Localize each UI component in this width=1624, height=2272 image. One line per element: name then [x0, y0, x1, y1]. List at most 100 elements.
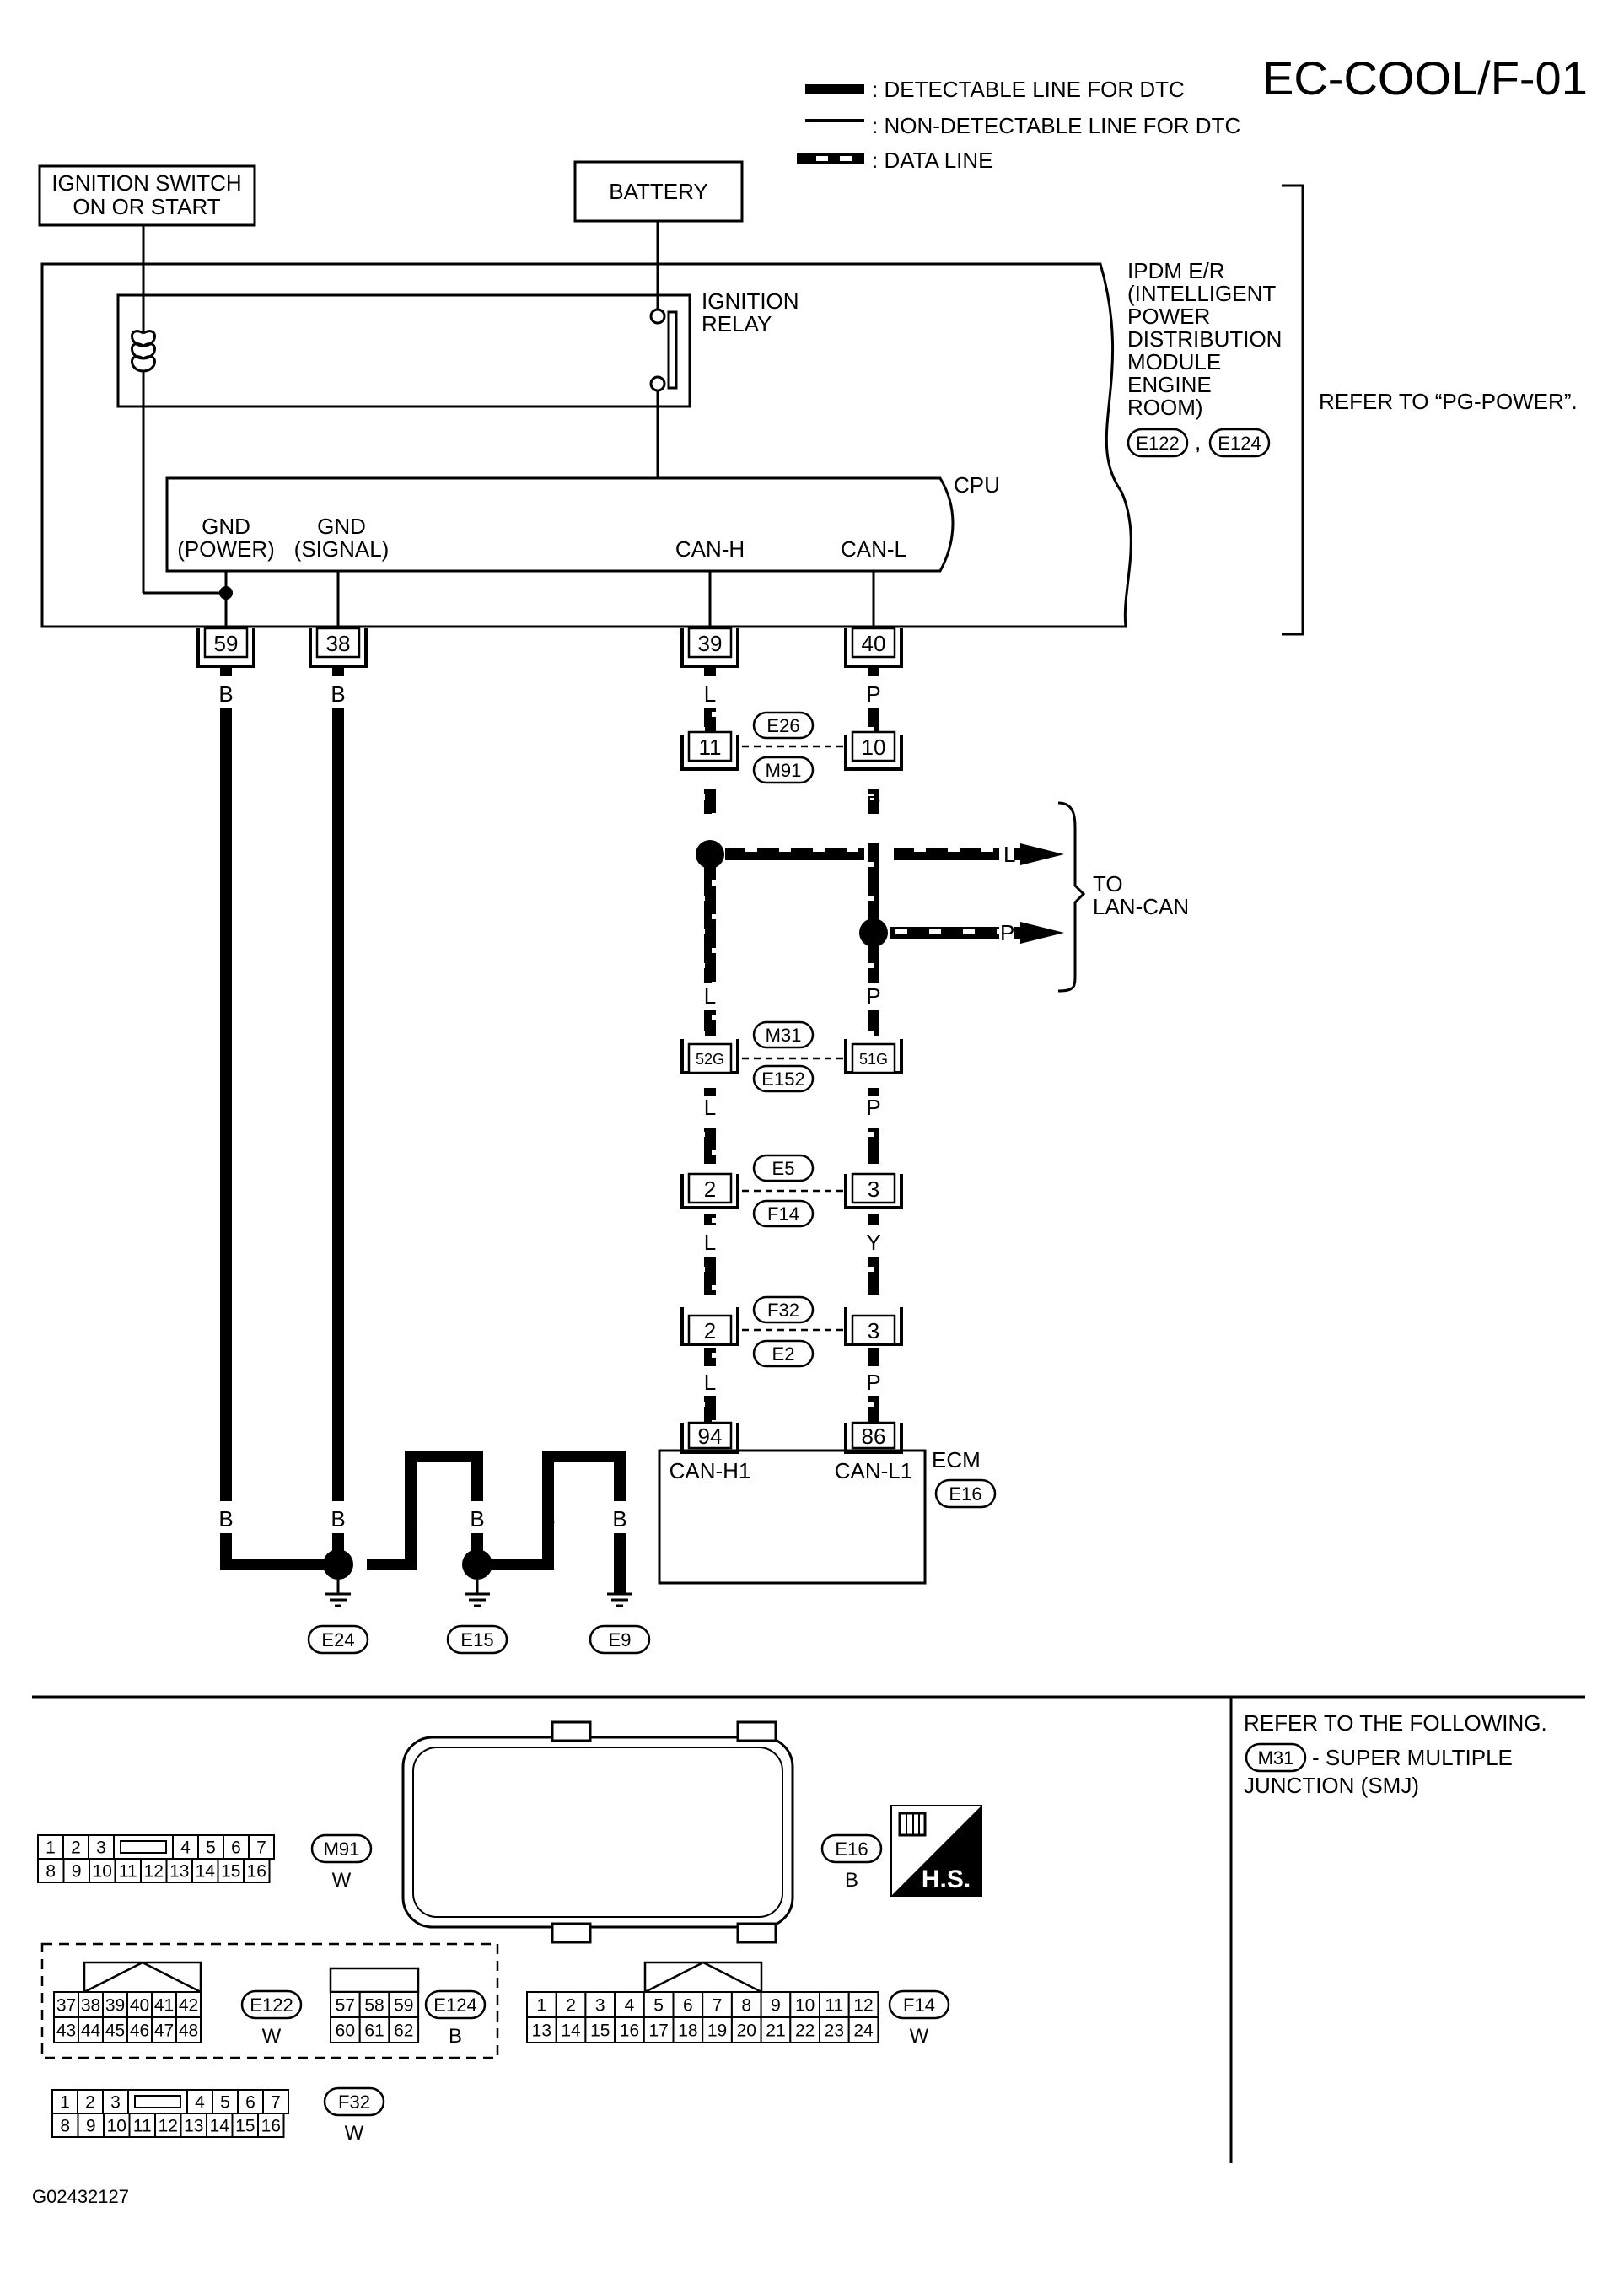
ecm-label: ECM	[932, 1447, 981, 1472]
pin-cell: 57	[336, 1995, 355, 2015]
pin-cell: 16	[247, 1861, 266, 1881]
pin-cell: 47	[154, 2021, 174, 2040]
ground-e24: E24	[321, 1629, 354, 1650]
pin-cell: 11	[119, 1861, 137, 1881]
connector-color: W	[910, 2025, 929, 2048]
connector-color: W	[345, 2122, 364, 2145]
pin-cell: 14	[210, 2116, 230, 2135]
pin-cell: 5	[206, 1838, 216, 1857]
pin-cell: 15	[235, 2116, 255, 2135]
svg-text:B: B	[218, 1506, 233, 1532]
svg-text:B: B	[403, 1506, 417, 1532]
pin-cell: 44	[81, 2021, 101, 2040]
pin-cell: 40	[130, 1995, 149, 2015]
pin-cell: 12	[159, 2116, 178, 2135]
pin-cell: 5	[220, 2092, 230, 2112]
svg-text:E124: E124	[1218, 433, 1261, 454]
ecm-can-l1: CAN-L1	[835, 1458, 912, 1483]
pin-cell: 48	[179, 2021, 198, 2040]
svg-text:L: L	[704, 1095, 716, 1120]
ecm-can-h1: CAN-H1	[669, 1458, 751, 1483]
ipdm-label: IPDM E/R (INTELLIGENT POWER DISTRIBUTION…	[1127, 258, 1282, 420]
figure-id: G02432127	[32, 2186, 129, 2207]
pin-cell: 62	[394, 2021, 413, 2040]
svg-text:3: 3	[868, 1318, 879, 1343]
legend-detectable: : DETECTABLE LINE FOR DTC	[872, 77, 1185, 102]
lan-arrow-p: P	[1000, 920, 1014, 945]
svg-text:L: L	[704, 1230, 716, 1255]
ground-wire-colors: B B B B B B B B	[218, 681, 626, 1532]
pin-cell: 5	[653, 1995, 664, 2015]
ecm-module: 94 86 CAN-H1 CAN-L1 ECM E16	[658, 1421, 997, 1585]
relay-label-2: RELAY	[702, 311, 772, 336]
svg-text:- SUPER MULTIPLE: - SUPER MULTIPLE	[1312, 1745, 1513, 1770]
pin-cell: 10	[795, 1995, 815, 2015]
svg-text:B: B	[540, 1506, 555, 1532]
pin-cell: 43	[56, 2021, 76, 2040]
svg-text:B: B	[612, 1506, 626, 1532]
svg-text:3: 3	[868, 1176, 879, 1202]
svg-text:M31: M31	[1258, 1747, 1294, 1769]
can-junctions	[696, 840, 888, 947]
svg-text:B: B	[331, 681, 345, 707]
gnd-power-label-2: (POWER)	[177, 536, 275, 562]
pin-cell: 6	[231, 1838, 241, 1857]
svg-text:P: P	[866, 1370, 880, 1395]
pin-cell: 19	[707, 2021, 727, 2040]
lan-arrow-l: L	[1003, 842, 1015, 867]
pin-cell: 14	[561, 2021, 581, 2040]
inline-connector-m31-e152: 52G 51G M31 E152	[680, 1020, 903, 1093]
pin-cell: 13	[169, 1861, 189, 1881]
e16-connector-face	[401, 1720, 794, 1944]
ground-labels: E24 E15 E9	[307, 1624, 651, 1655]
svg-text:POWER: POWER	[1127, 304, 1210, 329]
hs-symbol: H.S.	[890, 1805, 982, 1897]
ground-junctions	[323, 1549, 492, 1594]
gnd-signal-label-2: (SIGNAL)	[294, 536, 390, 562]
cpu-box	[165, 476, 955, 573]
svg-text:M31: M31	[766, 1025, 802, 1046]
ground-e15: E15	[460, 1629, 493, 1650]
pin-cell: 1	[60, 2092, 70, 2112]
pin-cell: 61	[364, 2021, 384, 2040]
pin-cell: 46	[130, 2021, 149, 2040]
connector-name: E122	[250, 1995, 293, 2016]
pin-cell: 7	[256, 1838, 266, 1857]
pin-cell: 9	[86, 2116, 96, 2135]
pin-cell: 8	[60, 2116, 70, 2135]
connector-name: E16	[835, 1839, 868, 1860]
pin-cell: 6	[245, 2092, 255, 2112]
pin-cell: 4	[625, 1995, 635, 2015]
pin-cell: 14	[196, 1861, 216, 1881]
svg-text:E5: E5	[772, 1158, 795, 1179]
svg-text:M91: M91	[766, 760, 802, 781]
gnd-power-label-1: GND	[202, 514, 250, 539]
pin-cell: 2	[566, 1995, 576, 2015]
pin-cell: 22	[795, 2021, 815, 2040]
svg-text:B: B	[331, 1506, 345, 1532]
pin-cell: 3	[110, 2092, 121, 2112]
ignition-switch-label-2: ON OR START	[73, 194, 220, 219]
svg-text:P: P	[866, 1095, 880, 1120]
svg-text:L: L	[704, 681, 716, 707]
svg-text:ROOM): ROOM)	[1127, 395, 1203, 420]
notes: REFER TO THE FOLLOWING. M31 - SUPER MULT…	[1244, 1710, 1547, 1798]
legend: : DETECTABLE LINE FOR DTC : NON-DETECTAB…	[797, 77, 1240, 173]
ignition-switch-box	[38, 164, 256, 227]
gnd-signal-label-1: GND	[317, 514, 366, 539]
svg-text:(INTELLIGENT: (INTELLIGENT	[1127, 281, 1276, 306]
pin-cell: 7	[713, 1995, 723, 2015]
pin-cell: 21	[766, 2021, 785, 2040]
battery-label: BATTERY	[609, 179, 708, 204]
pin-cell: 10	[93, 1861, 112, 1881]
svg-text:L: L	[704, 791, 716, 816]
hs-label: H.S.	[922, 1866, 971, 1893]
pin-cell: 37	[56, 1995, 76, 2015]
ipdm-internal-wiring	[142, 221, 875, 627]
ipdm-refer-note: REFER TO “PG-POWER”.	[1319, 389, 1578, 414]
ipdm-bracket	[1282, 184, 1304, 636]
svg-text:B: B	[218, 681, 233, 707]
pin-cell: 16	[261, 2116, 281, 2135]
relay-label-1: IGNITION	[702, 288, 799, 314]
ignition-relay-box	[116, 293, 691, 408]
